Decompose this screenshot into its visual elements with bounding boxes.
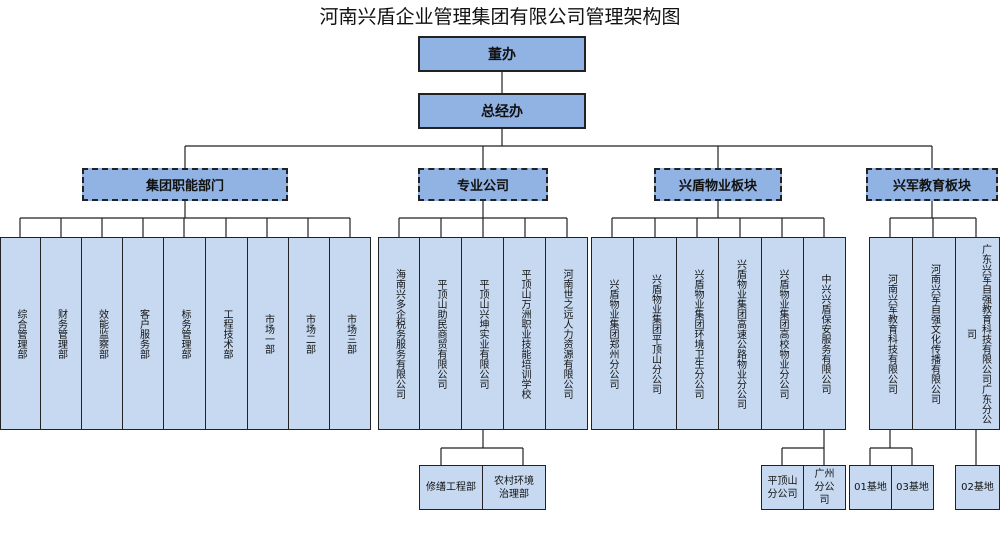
sub-unit-label: 03基地 [896, 482, 929, 493]
department-box: 效能监察部 [81, 237, 123, 430]
sub-unit-label: 01基地 [854, 482, 887, 493]
education-company-box: 河南兴军自强文化传播有限公司 [912, 237, 956, 430]
department-label: 综合管理部 [15, 308, 26, 359]
general-manager-office-label: 总经办 [481, 104, 523, 120]
property-company-box: 兴盾物业集团平顶山分公司 [633, 237, 677, 430]
category-professional-companies: 专业公司 [418, 168, 548, 201]
sub-unit-box: 农村环境治理部 [482, 465, 546, 510]
professional-company-box: 海南兴多企税务服务有限公司 [378, 237, 420, 430]
sub-unit-box: 平顶山分公司 [761, 465, 804, 510]
property-company-box: 兴盾物业集团郑州分公司 [591, 237, 634, 430]
category-property-division: 兴盾物业板块 [654, 168, 782, 201]
company-label: 平顶山助民商贸有限公司 [435, 278, 446, 389]
sub-unit-box: 01基地 [849, 465, 892, 510]
department-label: 财务管理部 [55, 308, 67, 359]
sub-unit-label: 平顶山分公司 [767, 475, 798, 500]
category-label: 兴盾物业板块 [678, 179, 757, 194]
sub-unit-box: 03基地 [891, 465, 934, 510]
property-company-box: 兴盾物业集团环境卫生分公司 [676, 237, 719, 430]
department-box: 市场三部 [329, 237, 371, 430]
company-label: 兴盾物业集团环境卫生分公司 [692, 268, 703, 399]
category-functional-departments: 集团职能部门 [82, 168, 288, 201]
company-label: 平顶山兴坤实业有限公司 [477, 278, 488, 389]
company-label: 河南兴军教育科技有限公司 [885, 273, 897, 394]
sub-unit-label: 广州分公司 [814, 469, 835, 506]
general-manager-office-box: 总经办 [418, 93, 586, 129]
property-company-box: 兴盾物业集团高速公路物业分公司 [718, 237, 762, 430]
company-label: 兴盾物业集团高校物业分公司 [777, 268, 788, 399]
company-label: 平顶山万洲职业技能培训学校 [519, 268, 530, 399]
department-label: 效能监察部 [96, 308, 108, 359]
professional-company-box: 平顶山万洲职业技能培训学校 [503, 237, 546, 430]
category-education-division: 兴军教育板块 [866, 168, 998, 201]
sub-unit-label: 农村环境治理部 [494, 475, 534, 500]
department-box: 客户服务部 [122, 237, 164, 430]
department-label: 工程技术部 [221, 308, 232, 359]
department-label: 市场二部 [303, 313, 315, 354]
sub-unit-box: 修缮工程部 [419, 465, 483, 510]
education-company-box: 河南兴军教育科技有限公司 [869, 237, 913, 430]
sub-unit-label: 修缮工程部 [426, 482, 476, 493]
department-box: 工程技术部 [205, 237, 248, 430]
professional-company-box: 平顶山助民商贸有限公司 [419, 237, 462, 430]
company-label: 兴盾物业集团平顶山分公司 [649, 273, 661, 394]
department-box: 市场二部 [288, 237, 330, 430]
board-office-box: 董办 [418, 36, 586, 72]
company-label: 中兴兴盾保安服务有限公司 [819, 273, 830, 394]
board-office-label: 董办 [488, 47, 516, 63]
department-label: 市场三部 [344, 313, 356, 354]
sub-unit-box: 02基地 [955, 465, 1000, 510]
department-box: 标务管理部 [163, 237, 206, 430]
professional-company-box: 平顶山兴坤实业有限公司 [461, 237, 504, 430]
department-box: 财务管理部 [40, 237, 82, 430]
category-label: 专业公司 [456, 179, 509, 194]
company-label: 河南世之远人力资源有限公司 [561, 268, 572, 399]
company-label: 兴盾物业集团郑州分公司 [607, 278, 618, 389]
department-box: 市场一部 [247, 237, 289, 430]
sub-unit-label: 02基地 [961, 482, 994, 493]
sub-unit-box: 广州分公司 [803, 465, 846, 510]
department-box: 综合管理部 [0, 237, 41, 430]
category-label: 兴军教育板块 [892, 179, 971, 194]
chart-title: 河南兴盾企业管理集团有限公司管理架构图 [319, 6, 681, 28]
company-label: 广东兴军自强教育科技有限公司广东分公司 [964, 243, 991, 424]
department-label: 标务管理部 [179, 308, 190, 359]
company-label: 兴盾物业集团高速公路物业分公司 [734, 258, 746, 409]
property-company-box: 中兴兴盾保安服务有限公司 [803, 237, 846, 430]
professional-company-box: 河南世之远人力资源有限公司 [545, 237, 588, 430]
company-label: 海南兴多企税务服务有限公司 [393, 268, 405, 399]
company-label: 河南兴军自强文化传播有限公司 [928, 263, 940, 404]
department-label: 市场一部 [262, 313, 274, 354]
category-label: 集团职能部门 [145, 179, 224, 194]
department-label: 客户服务部 [137, 308, 149, 359]
property-company-box: 兴盾物业集团高校物业分公司 [761, 237, 804, 430]
education-company-box: 广东兴军自强教育科技有限公司广东分公司 [955, 237, 1000, 430]
